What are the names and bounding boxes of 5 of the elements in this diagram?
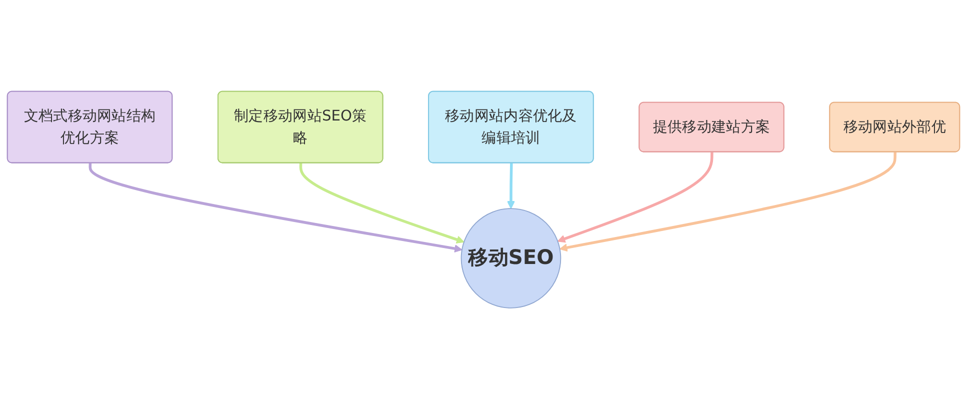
- arrow: [299, 164, 464, 244]
- arrow: [506, 164, 515, 210]
- arrow: [557, 152, 714, 243]
- arrow: [559, 152, 896, 252]
- node-circle: 移动SEO: [460, 208, 562, 309]
